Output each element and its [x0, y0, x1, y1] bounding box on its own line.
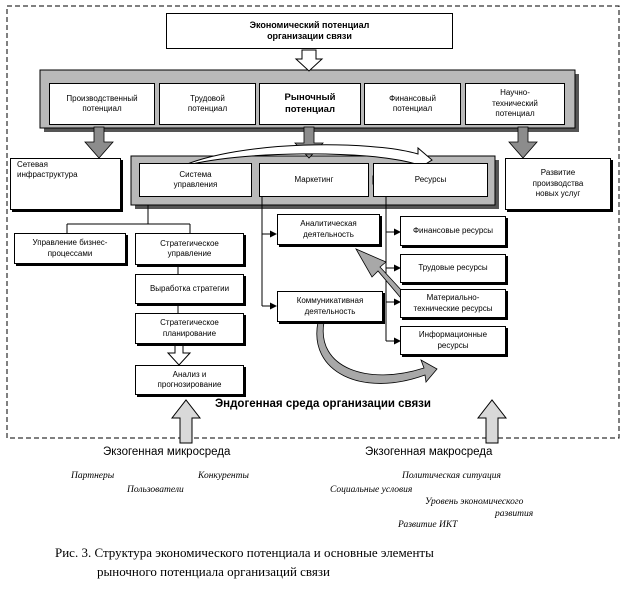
- labor-potential-line1: Трудовой: [190, 93, 225, 103]
- market-potential-line1: Рыночный: [284, 91, 336, 103]
- strategic-planning-box: Стратегическое планирование: [135, 313, 244, 344]
- strategic-plan-line2: планирование: [162, 328, 217, 338]
- marketing-connectors: [261, 197, 277, 310]
- strategy-dev-label: Выработка стратегии: [149, 283, 230, 293]
- arrow-science-to-newservices: [508, 126, 538, 159]
- market-potential-line2: потенциал: [285, 104, 335, 115]
- curved-arrow-comm-to-info: [316, 321, 438, 384]
- economic-potential-box: Экономический потенциал организации связ…: [166, 13, 453, 49]
- business-line1: Управление бизнес-: [32, 238, 108, 248]
- labor-res-label: Трудовые ресурсы: [418, 263, 488, 273]
- analysis-line1: Анализ и: [172, 369, 207, 379]
- management-system-line1: Система: [179, 169, 212, 179]
- resources-box: Ресурсы: [373, 163, 488, 197]
- analytic-activity-box: Аналитическая деятельность: [277, 214, 380, 245]
- micro-item-users: Пользователи: [127, 485, 184, 495]
- science-potential-line3: потенциал: [495, 109, 535, 119]
- arrow-micro-up: [170, 399, 202, 444]
- macro-environment-title: Экзогенная макросреда: [365, 446, 493, 458]
- macro-item-politics: Политическая ситуация: [402, 471, 501, 481]
- financial-potential-box: Финансовый потенциал: [364, 83, 461, 125]
- macro-item-social: Социальные условия: [330, 485, 413, 495]
- management-system-box: Система управления: [139, 163, 252, 197]
- resources-connectors: [385, 197, 401, 345]
- market-potential-box: Рыночный потенциал: [259, 83, 361, 125]
- macro-item-development: развития: [495, 509, 534, 519]
- comm-line2: деятельность: [304, 306, 356, 316]
- macro-item-economic-level: Уровень экономического: [425, 497, 524, 507]
- production-potential-line1: Производственный: [66, 93, 138, 103]
- figure-caption-line2: рыночного потенциала организаций связи: [97, 564, 330, 579]
- arrow-resources-to-analytic: [355, 248, 404, 298]
- labor-potential-line2: потенциал: [187, 104, 228, 113]
- endogenous-label: Эндогенная среда организации связи: [215, 398, 431, 410]
- strategic-plan-line1: Стратегическое: [160, 318, 219, 328]
- analytic-line1: Аналитическая: [300, 219, 357, 229]
- micro-environment-title: Экзогенная микросреда: [103, 446, 231, 458]
- information-resources-box: Информационные ресурсы: [400, 326, 506, 355]
- analysis-forecast-box: Анализ и прогнозирование: [135, 365, 244, 395]
- production-potential-box: Производственный потенциал: [49, 83, 155, 125]
- micro-item-partners: Партнеры: [71, 471, 115, 481]
- financial-potential-line1: Финансовый: [389, 93, 436, 103]
- science-potential-box: Научно- технический потенциал: [465, 83, 565, 125]
- economic-potential-line2: организации связи: [267, 31, 352, 41]
- network-line2: инфраструктура: [17, 170, 78, 180]
- new-services-box: Развитие производства новых услуг: [505, 158, 611, 210]
- labor-resources-box: Трудовые ресурсы: [400, 254, 506, 283]
- marketing-box: Маркетинг: [259, 163, 369, 197]
- newservices-line3: новых услуг: [535, 189, 581, 199]
- info-res-line1: Информационные: [418, 330, 488, 340]
- arrow-macro-up: [476, 399, 508, 444]
- material-res-line2: технические ресурсы: [413, 303, 493, 313]
- science-potential-line1: Научно-: [500, 88, 530, 98]
- management-system-line2: управления: [173, 180, 218, 189]
- arrow-production-to-network: [84, 126, 114, 159]
- comm-line1: Коммуникативная: [296, 296, 364, 306]
- communicative-activity-box: Коммуникативная деятельность: [277, 291, 383, 322]
- network-line1: Сетевая: [17, 160, 48, 169]
- strategic-mgmt-line1: Стратегическое: [160, 238, 219, 248]
- business-processes-box: Управление бизнес- процессами: [14, 233, 126, 264]
- endogenous-frame: [6, 5, 620, 439]
- arrow-plan-to-analysis: [166, 343, 192, 366]
- labor-potential-box: Трудовой потенциал: [159, 83, 256, 125]
- financial-resources-box: Финансовые ресурсы: [400, 216, 506, 246]
- network-infrastructure-box: Сетевая инфраструктура: [10, 158, 121, 210]
- strategic-mgmt-line2: управление: [167, 249, 212, 258]
- economic-potential-line1: Экономический потенциал: [249, 19, 370, 30]
- production-potential-line2: потенциал: [82, 104, 122, 113]
- arrow-top-to-band: [294, 49, 324, 72]
- material-res-line1: Материально-: [426, 293, 480, 303]
- newservices-line2: производства: [532, 178, 584, 188]
- info-res-line2: ресурсы: [437, 340, 469, 350]
- business-line2: процессами: [47, 248, 93, 258]
- financial-res-label: Финансовые ресурсы: [412, 225, 494, 235]
- material-resources-box: Материально- технические ресурсы: [400, 289, 506, 318]
- figure-caption-line1: Рис. 3. Структура экономического потенци…: [55, 545, 434, 560]
- financial-potential-line2: потенциал: [392, 104, 433, 113]
- strategic-management-box: Стратегическое управление: [135, 233, 244, 265]
- macro-item-ict: Развитие ИКТ: [398, 520, 458, 530]
- analysis-line2: прогнозирование: [157, 380, 222, 389]
- analytic-line2: деятельность: [303, 229, 354, 239]
- micro-item-competitors: Конкуренты: [198, 471, 249, 481]
- marketing-label: Маркетинг: [294, 174, 334, 184]
- system-connectors: [66, 205, 191, 233]
- strategy-development-box: Выработка стратегии: [135, 274, 244, 304]
- science-potential-line2: технический: [492, 98, 538, 108]
- resources-label: Ресурсы: [414, 174, 447, 184]
- newservices-line1: Развитие: [540, 168, 576, 178]
- curved-arrow-system-to-resources: [179, 144, 433, 171]
